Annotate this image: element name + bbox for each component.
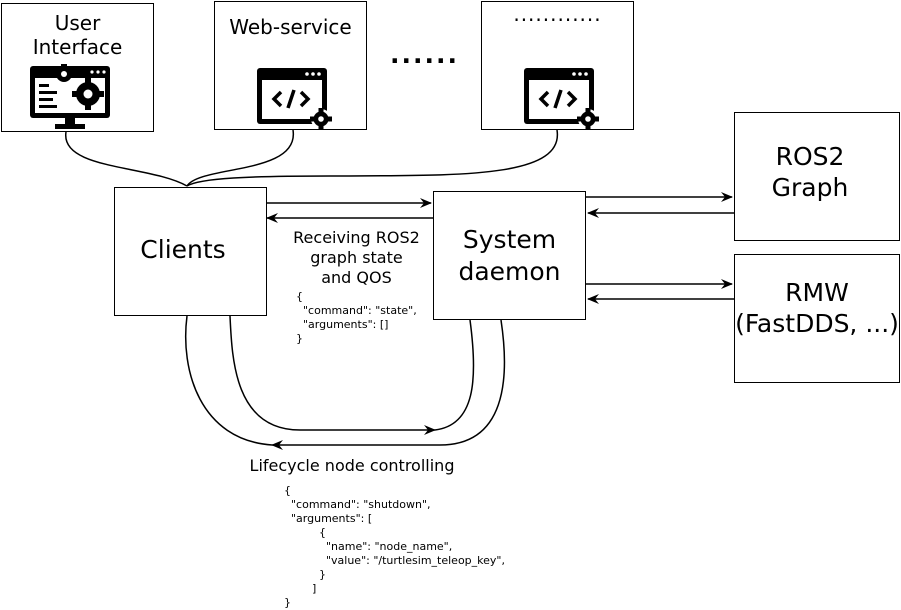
code-window-gear-icon — [524, 68, 599, 130]
shutdown-command-json: { "command": "shutdown", "arguments": [ … — [284, 484, 505, 609]
clients-box — [114, 187, 267, 316]
clients-label: Clients — [140, 235, 226, 264]
rmw-label: RMW (FastDDS, ...) — [735, 278, 899, 338]
lifecycle-inner-loop — [229, 315, 436, 435]
lifecycle-outer-start — [184, 315, 273, 446]
receiving-annotation: Receiving ROS2 graph state and QOS — [293, 228, 420, 287]
dots-between-label: ...... — [390, 40, 459, 69]
placeholder-to-clients-connector — [186, 129, 558, 187]
system-daemon-label: System daemon — [458, 225, 561, 286]
placeholder-service-box — [481, 1, 634, 130]
lifecycle-inner-return — [434, 319, 475, 431]
ui-to-clients-connector — [65, 131, 188, 187]
placeholder-service-label: ............ — [513, 2, 602, 26]
lifecycle-annotation: Lifecycle node controlling — [249, 456, 455, 475]
ros2-graph-label: ROS2 Graph — [771, 142, 849, 202]
monitor-with-gears-icon — [30, 64, 110, 129]
rmw-box — [734, 254, 900, 383]
lifecycle-outer-return — [271, 319, 506, 450]
state-command-json: { "command": "state", "arguments": [] } — [296, 290, 417, 345]
ros2-graph-box — [734, 112, 900, 241]
webservice-to-clients-connector — [186, 129, 294, 187]
system-daemon-box — [433, 191, 586, 320]
code-window-gear-icon — [257, 68, 332, 130]
user-interface-label: User Interface — [32, 11, 123, 59]
web-service-label: Web-service — [229, 15, 352, 39]
